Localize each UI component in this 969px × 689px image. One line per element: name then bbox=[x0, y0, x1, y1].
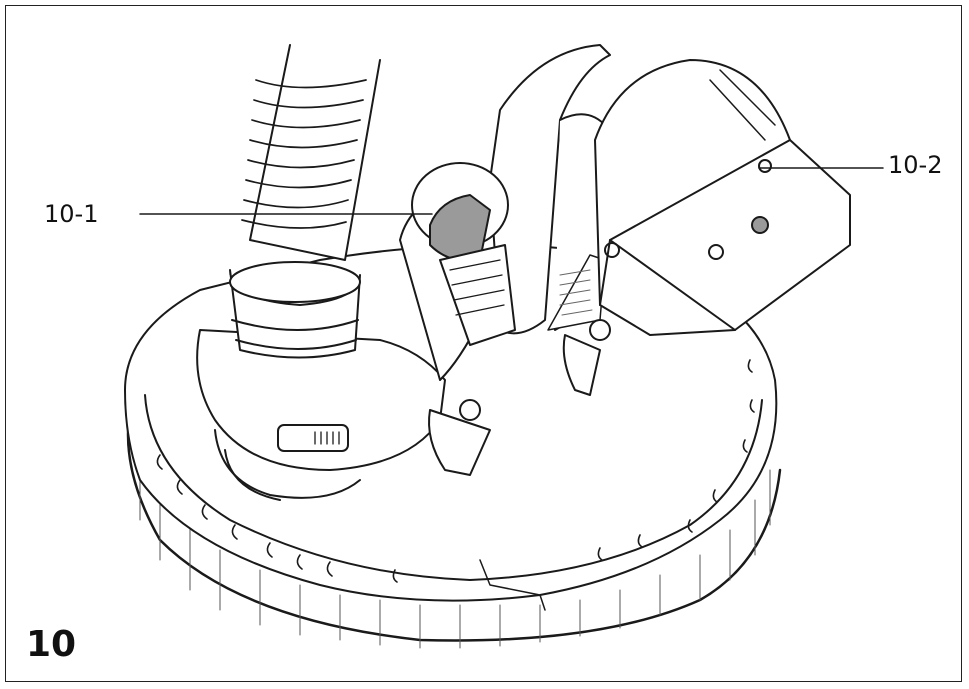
handle-arm bbox=[489, 44, 621, 335]
extraction-hose bbox=[229, 44, 381, 359]
pivot-joint bbox=[411, 162, 516, 346]
brush-rollers bbox=[428, 319, 611, 476]
figure-number: 10 bbox=[26, 624, 77, 665]
motor-head bbox=[594, 59, 851, 336]
callout-label-10-2: 10-2 bbox=[888, 151, 943, 179]
callout-label-10-1: 10-1 bbox=[44, 200, 99, 228]
